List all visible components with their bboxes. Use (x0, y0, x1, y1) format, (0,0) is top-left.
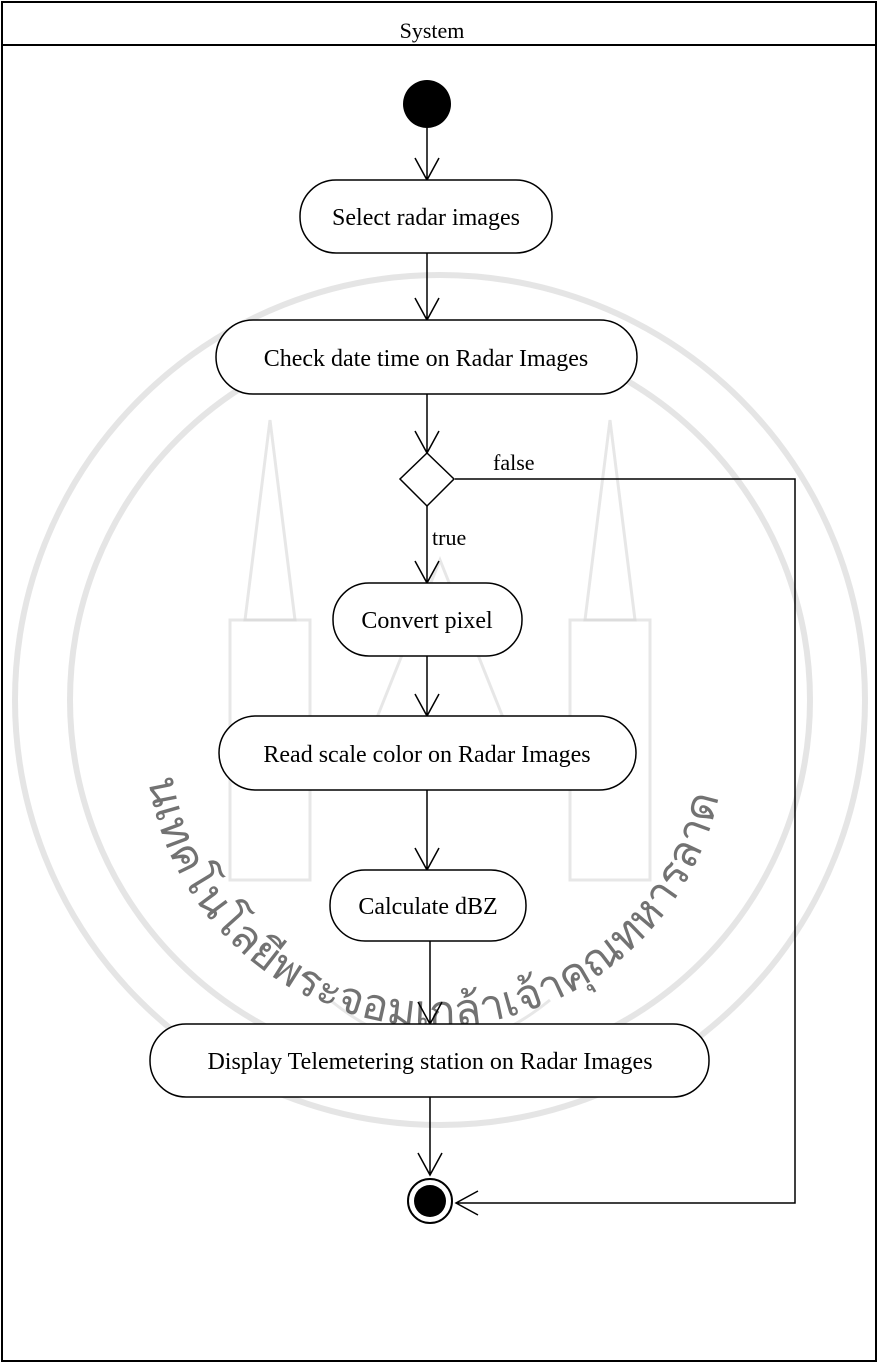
guard-true: true (432, 525, 466, 550)
initial-node (403, 80, 451, 128)
activity-read-scale-color: Read scale color on Radar Images (218, 715, 637, 791)
decision-node (398, 451, 456, 508)
activity-convert-pixel: Convert pixel (332, 582, 523, 657)
flow-start-to-select (414, 128, 440, 182)
activity-display-telemetering: Display Telemetering station on Radar Im… (149, 1023, 710, 1098)
activity-label: Calculate dBZ (358, 894, 497, 920)
activity-select-radar-images: Select radar images (299, 179, 553, 254)
activity-calculate-dbz: Calculate dBZ (329, 869, 527, 942)
activity-label: Check date time on Radar Images (264, 346, 589, 372)
flow-convert-to-read (414, 656, 440, 718)
swimlane-title: System (400, 18, 465, 43)
flow-select-to-check (414, 253, 440, 322)
final-node (407, 1178, 453, 1224)
flow-decision-false (454, 478, 796, 1216)
flow-check-to-decision (414, 394, 440, 455)
activity-label: Read scale color on Radar Images (263, 742, 590, 768)
guard-false: false (493, 450, 535, 475)
activity-label: Select radar images (332, 205, 520, 231)
activity-check-date-time: Check date time on Radar Images (215, 319, 638, 395)
flow-read-to-calculate (414, 790, 440, 872)
activity-label: Convert pixel (361, 608, 493, 634)
activity-label: Display Telemetering station on Radar Im… (207, 1049, 652, 1075)
flow-display-to-final (417, 1097, 443, 1177)
